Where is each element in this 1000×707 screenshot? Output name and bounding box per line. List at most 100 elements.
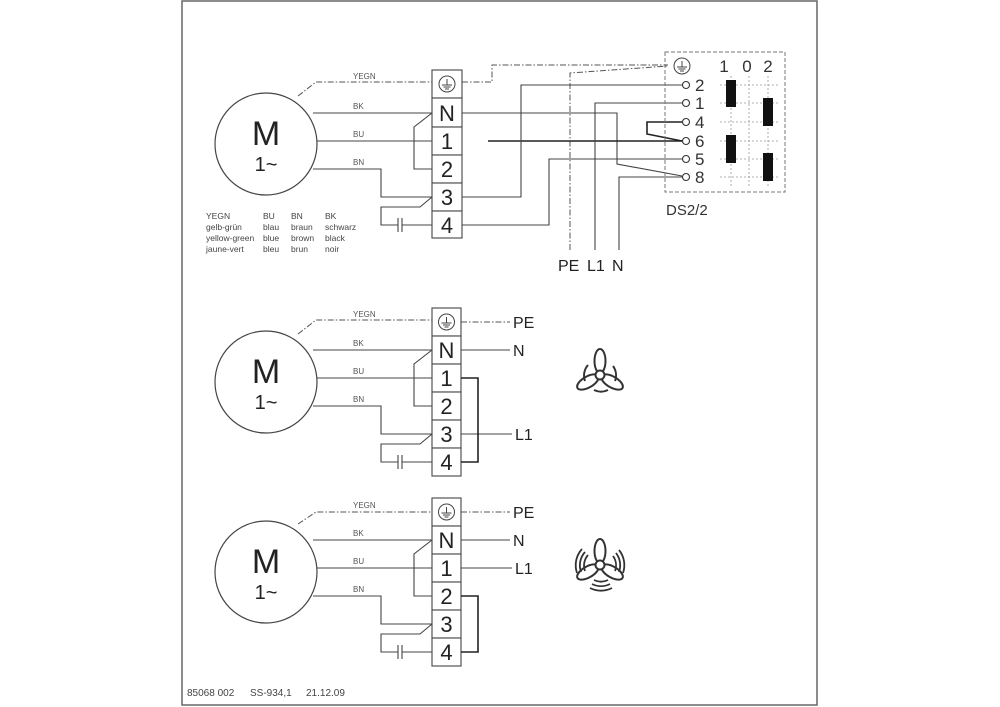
motor-symbol xyxy=(214,330,318,434)
ground-wire-to-switch xyxy=(462,64,668,83)
wire-label-bu: BU xyxy=(353,367,364,376)
bridge-n-2 xyxy=(413,112,433,170)
wire-label-yegn: YEGN xyxy=(353,72,376,81)
terminal-4 xyxy=(431,447,462,477)
terminal-4 xyxy=(431,210,463,239)
supply-label-pe: PE xyxy=(558,258,579,275)
legend-code: BU xyxy=(263,211,275,221)
switch-contact-bar xyxy=(726,80,736,107)
legend-english: brown xyxy=(291,233,314,243)
switch-contact-label: 6 xyxy=(695,132,704,151)
terminal-1 xyxy=(431,126,463,156)
wire-label-yegn: YEGN xyxy=(353,501,376,510)
motor-letter: M xyxy=(252,115,280,153)
wire-label-bn: BN xyxy=(353,395,364,404)
switch-contact-label: 4 xyxy=(695,113,704,132)
motor-letter: M xyxy=(252,543,280,581)
doc-reference: SS-934,1 xyxy=(250,688,292,699)
legend-code: BN xyxy=(291,211,303,221)
capacitor-wire xyxy=(380,433,433,463)
terminal-label: 4 xyxy=(440,450,452,475)
supply-label-l1: L1 xyxy=(515,427,533,444)
ground-icon xyxy=(438,313,455,331)
terminal-label: 3 xyxy=(440,422,452,447)
supply-label-pe: PE xyxy=(513,505,534,522)
switch-position-label: 2 xyxy=(763,57,772,76)
l1-supply-wire xyxy=(594,102,682,250)
terminal-label: 2 xyxy=(441,157,453,182)
terminal-4 xyxy=(431,637,462,667)
switch-contact-label: 1 xyxy=(695,94,704,113)
legend-english: blue xyxy=(263,233,279,243)
fan-high-speed-icon xyxy=(573,538,627,592)
motor-phase: 1~ xyxy=(255,154,278,176)
switch-contact-label: 2 xyxy=(695,76,704,95)
switch-position-label: 1 xyxy=(719,57,728,76)
wire-label-bn: BN xyxy=(353,585,364,594)
legend-german: schwarz xyxy=(325,222,356,232)
supply-label-l1: L1 xyxy=(587,258,605,275)
switch-contact-bar xyxy=(726,135,736,163)
terminal-3 xyxy=(431,182,463,212)
terminal-label: 2 xyxy=(440,394,452,419)
wire-bn xyxy=(313,168,432,198)
wire-3-to-2 xyxy=(462,84,682,198)
wire-label-bu: BU xyxy=(353,130,364,139)
ground-wire xyxy=(297,511,432,525)
legend-code: YEGN xyxy=(206,211,230,221)
supply-label-n: N xyxy=(612,258,624,275)
terminal-label: 4 xyxy=(441,213,453,238)
wire-bn xyxy=(313,405,432,435)
switch-position-label: 0 xyxy=(742,57,751,76)
page-frame xyxy=(181,0,818,706)
terminal-label: N xyxy=(439,101,455,126)
switch-name: DS2/2 xyxy=(666,202,708,219)
terminal-n xyxy=(431,335,462,365)
wire-label-bk: BK xyxy=(353,339,364,348)
terminal-label: 3 xyxy=(440,612,452,637)
supply-label-pe: PE xyxy=(513,315,534,332)
switch-ds2-2: 1 0 2 2 1 4 6 5 8 xyxy=(664,51,786,219)
terminal-2 xyxy=(431,391,462,421)
legend-english: black xyxy=(325,233,346,243)
wire-label-bk: BK xyxy=(353,102,364,111)
terminal-label: 4 xyxy=(440,640,452,665)
legend-english: yellow-green xyxy=(206,233,254,243)
wire-n-to-8 xyxy=(462,112,683,177)
terminal-n xyxy=(431,97,463,128)
terminal-label: N xyxy=(439,338,455,363)
terminal-n xyxy=(431,525,462,555)
legend-french: brun xyxy=(291,244,308,254)
supply-label-n: N xyxy=(513,533,525,550)
supply-label-l1: L1 xyxy=(515,561,533,578)
wire-color-legend: YEGN BU BN BK gelb-grün blau braun schwa… xyxy=(205,211,356,254)
legend-code: BK xyxy=(325,211,337,221)
switch-contact-bar xyxy=(763,98,773,126)
legend-french: jaune-vert xyxy=(205,244,244,254)
terminal-label: 1 xyxy=(440,366,452,391)
pe-supply-wire xyxy=(569,65,669,250)
capacitor-wire xyxy=(380,623,433,653)
ground-icon xyxy=(438,75,456,93)
wire-label-bu: BU xyxy=(353,557,364,566)
wire-label-bn: BN xyxy=(353,158,364,167)
legend-french: noir xyxy=(325,244,339,254)
n-supply-wire xyxy=(618,176,682,250)
diagram-1-switch-wiring: M 1~ YEGN BK BU BN N 1 2 3 4 xyxy=(214,51,786,275)
diagram-3-high-speed: M 1~ YEGN BK BU BN N 1 2 3 4 PE N L1 xyxy=(214,497,627,667)
switch-contact-bar xyxy=(763,153,773,181)
ground-wire xyxy=(297,319,432,335)
legend-german: gelb-grün xyxy=(206,222,242,232)
document-footer: 85068 002 SS-934,1 21.12.09 xyxy=(187,688,345,699)
ground-wire xyxy=(297,81,432,97)
wire-label-yegn: YEGN xyxy=(353,310,376,319)
terminal-label: 3 xyxy=(441,185,453,210)
bridge-1-4 xyxy=(461,377,479,463)
diagram-2-low-speed: M 1~ YEGN BK BU BN N 1 2 3 4 PE N L1 xyxy=(214,307,627,477)
supply-label-n: N xyxy=(513,343,525,360)
terminal-label: N xyxy=(439,528,455,553)
capacitor-wire xyxy=(380,196,433,226)
doc-number: 85068 002 xyxy=(187,688,235,699)
fan-low-speed-icon xyxy=(573,348,627,394)
